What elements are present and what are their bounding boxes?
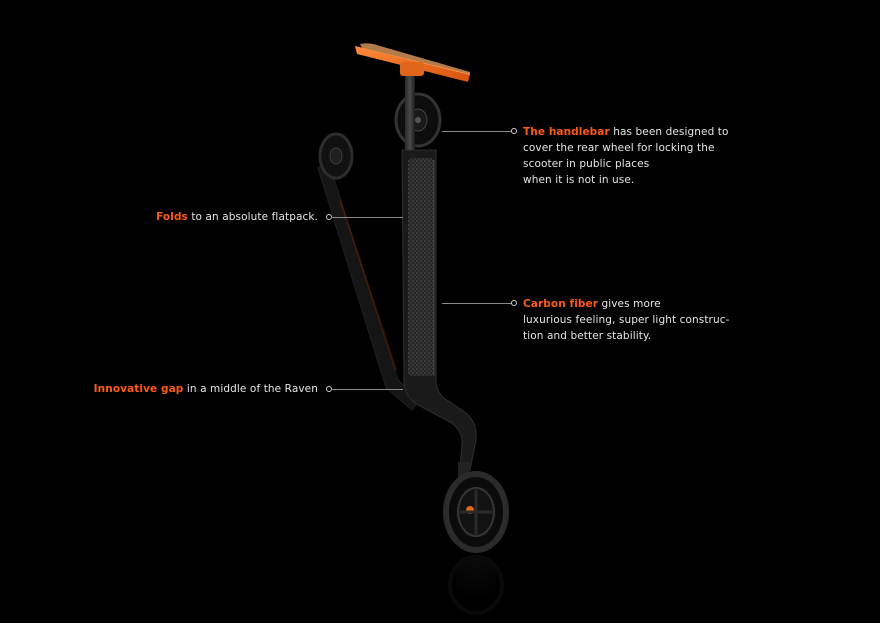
folds-highlight: Folds (156, 211, 188, 223)
floor-reflection (448, 555, 504, 615)
handlebar-text-3: scooter in public places (523, 158, 650, 170)
gap-connector-line (331, 389, 403, 390)
carbon-text-1: gives more (598, 298, 661, 310)
rear-wheel (318, 132, 354, 180)
carbon-highlight: Carbon fiber (523, 298, 599, 310)
steering-stem (405, 76, 415, 156)
handlebar-highlight: The handlebar (523, 126, 610, 138)
folds-callout: Folds to an absolute flatpack. (156, 209, 318, 225)
gap-text: in a middle of the Raven (183, 383, 318, 395)
handlebar-wheel (394, 92, 442, 148)
folds-connector-line (331, 217, 403, 218)
gap-callout: Innovative gap in a middle of the Raven (94, 381, 318, 397)
gap-highlight: Innovative gap (93, 383, 184, 395)
carbon-connector-dot (511, 300, 517, 306)
handlebar-text-2: cover the rear wheel for locking the (523, 142, 715, 154)
handlebar-callout: The handlebar has been designed to cover… (523, 124, 729, 188)
carbon-connector-line (442, 303, 512, 304)
handlebar-text-1: has been designed to (609, 126, 729, 138)
folds-text: to an absolute flatpack. (187, 211, 318, 223)
folded-rear-frame (317, 159, 421, 411)
front-wheel (443, 462, 509, 553)
carbon-callout: Carbon fiber gives more luxurious feelin… (523, 296, 730, 344)
carbon-text-3: tion and better stability. (523, 330, 652, 342)
handlebar-connector-dot (511, 128, 517, 134)
handlebar (355, 43, 470, 82)
handlebar-text-4: when it is not in use. (523, 174, 635, 186)
carbon-deck (401, 149, 477, 471)
carbon-text-2: luxurious feeling, super light construc- (523, 314, 730, 326)
handlebar-connector-line (442, 131, 512, 132)
